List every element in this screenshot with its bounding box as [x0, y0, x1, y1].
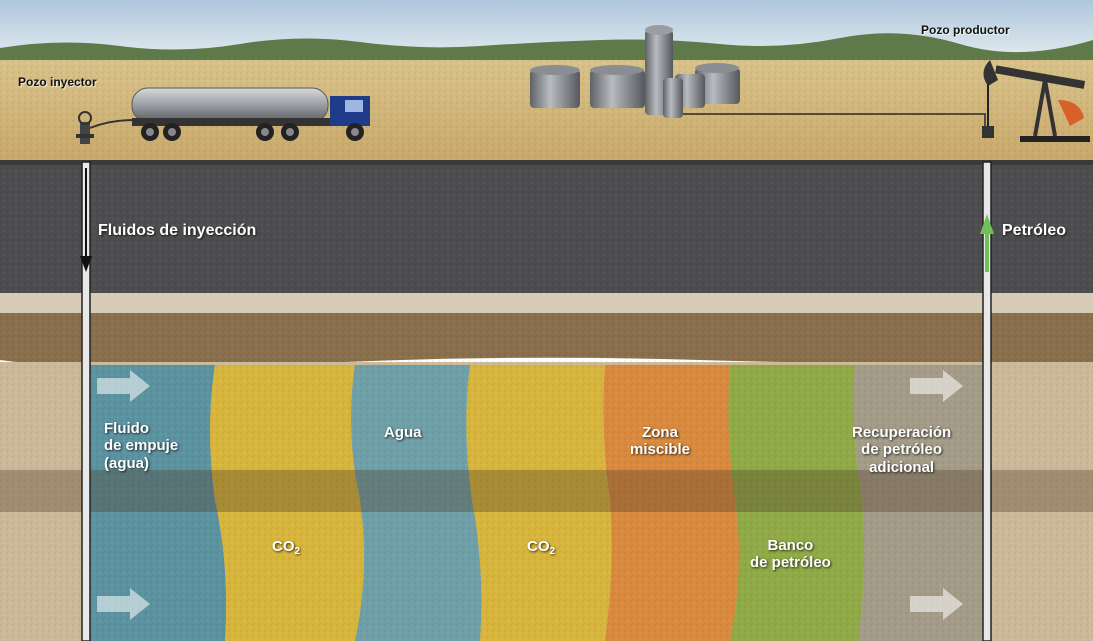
- injector-wellhead: [76, 111, 136, 144]
- up-arrow-icon: [980, 214, 994, 234]
- oil-flow-label: Petróleo: [1002, 222, 1067, 239]
- injector-well-label: Pozo inyector: [18, 75, 97, 89]
- flow-arrow-icon: [97, 588, 150, 620]
- co2-text: CO: [272, 538, 295, 555]
- storage-tanks: [530, 25, 986, 128]
- miscible-zone-label: Zona miscible: [630, 424, 691, 459]
- co2-subscript: 2: [294, 546, 301, 557]
- tight-layer-band: [0, 470, 1093, 512]
- co2-text: CO: [527, 538, 550, 555]
- water-zone-label: Agua: [384, 424, 422, 441]
- producer-wellbore: [980, 161, 994, 641]
- flow-arrow-icon: [910, 370, 963, 402]
- tree-line: [0, 33, 1093, 62]
- reservoir-zones: [90, 365, 985, 641]
- recovery-zone-label: Recuperación de petróleo adicional: [852, 424, 952, 476]
- co2-subscript: 2: [549, 546, 556, 557]
- producer-well-label: Pozo productor: [921, 23, 1010, 37]
- co2-label-first: CO2: [272, 538, 300, 558]
- oil-bank-label: Banco de petróleo: [750, 537, 831, 572]
- tanker-truck: [131, 87, 370, 141]
- injector-wellbore: [80, 161, 92, 641]
- co2-label-second: CO2: [527, 538, 555, 558]
- drive-fluid-label: Fluido de empuje (agua): [104, 420, 179, 472]
- flow-arrow-icon: [910, 588, 963, 620]
- down-arrow-icon: [80, 256, 92, 272]
- pumpjack: [982, 60, 1090, 142]
- flow-arrow-icon: [97, 370, 150, 402]
- sand-band: [0, 293, 1093, 313]
- injection-fluids-label: Fluidos de inyección: [98, 222, 257, 239]
